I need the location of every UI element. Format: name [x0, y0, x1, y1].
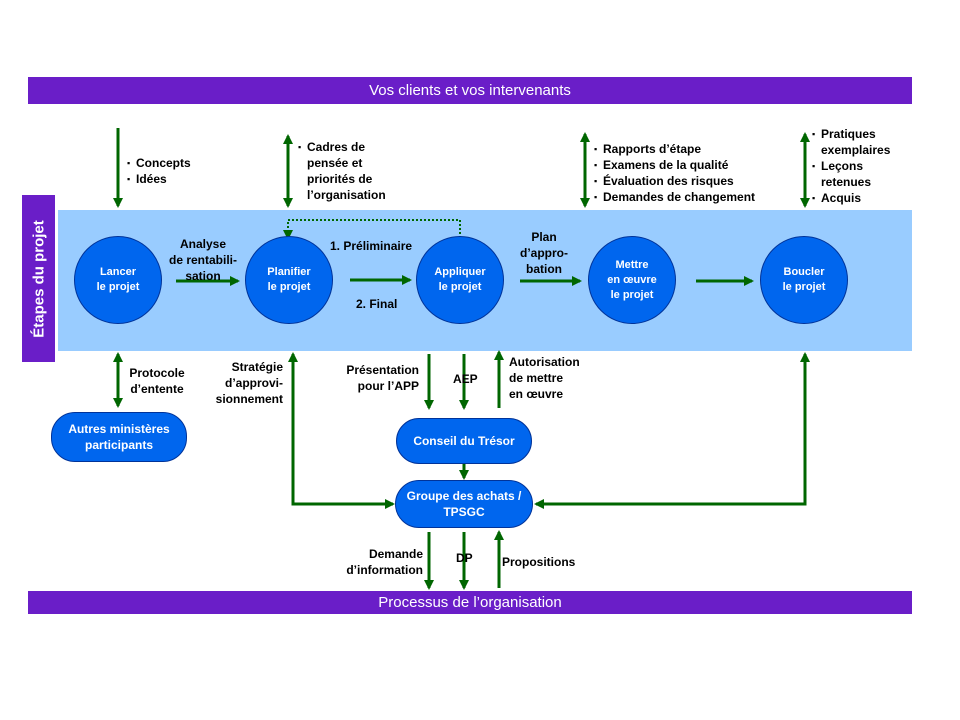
arrow-apply-feedback: [283, 219, 461, 240]
preliminary-label: 1. Préliminaire: [330, 239, 413, 253]
organization-process-band: Processus de l’organisation: [28, 591, 912, 614]
clients-band: Vos clients et vos intervenants: [28, 77, 912, 104]
dp-label: DP: [456, 551, 473, 565]
close-inputs: PratiquesexemplairesLeçonsretenuesAcquis: [812, 126, 890, 206]
project-stages-label: Étapes du projet: [22, 195, 55, 362]
proposals-label: Propositions: [502, 555, 576, 569]
final-label: 2. Final: [356, 297, 398, 311]
treasury-box[interactable]: Conseil du Trésor: [396, 418, 532, 464]
procurement-box[interactable]: Groupe des achats /TPSGC: [395, 480, 533, 528]
arrow-close-procurement: [540, 352, 810, 506]
aep-label: AEP: [453, 372, 478, 386]
launch-inputs: ConceptsIdées: [127, 155, 191, 187]
implement-inputs: Rapports d’étapeExamens de la qualitéÉva…: [594, 141, 755, 205]
